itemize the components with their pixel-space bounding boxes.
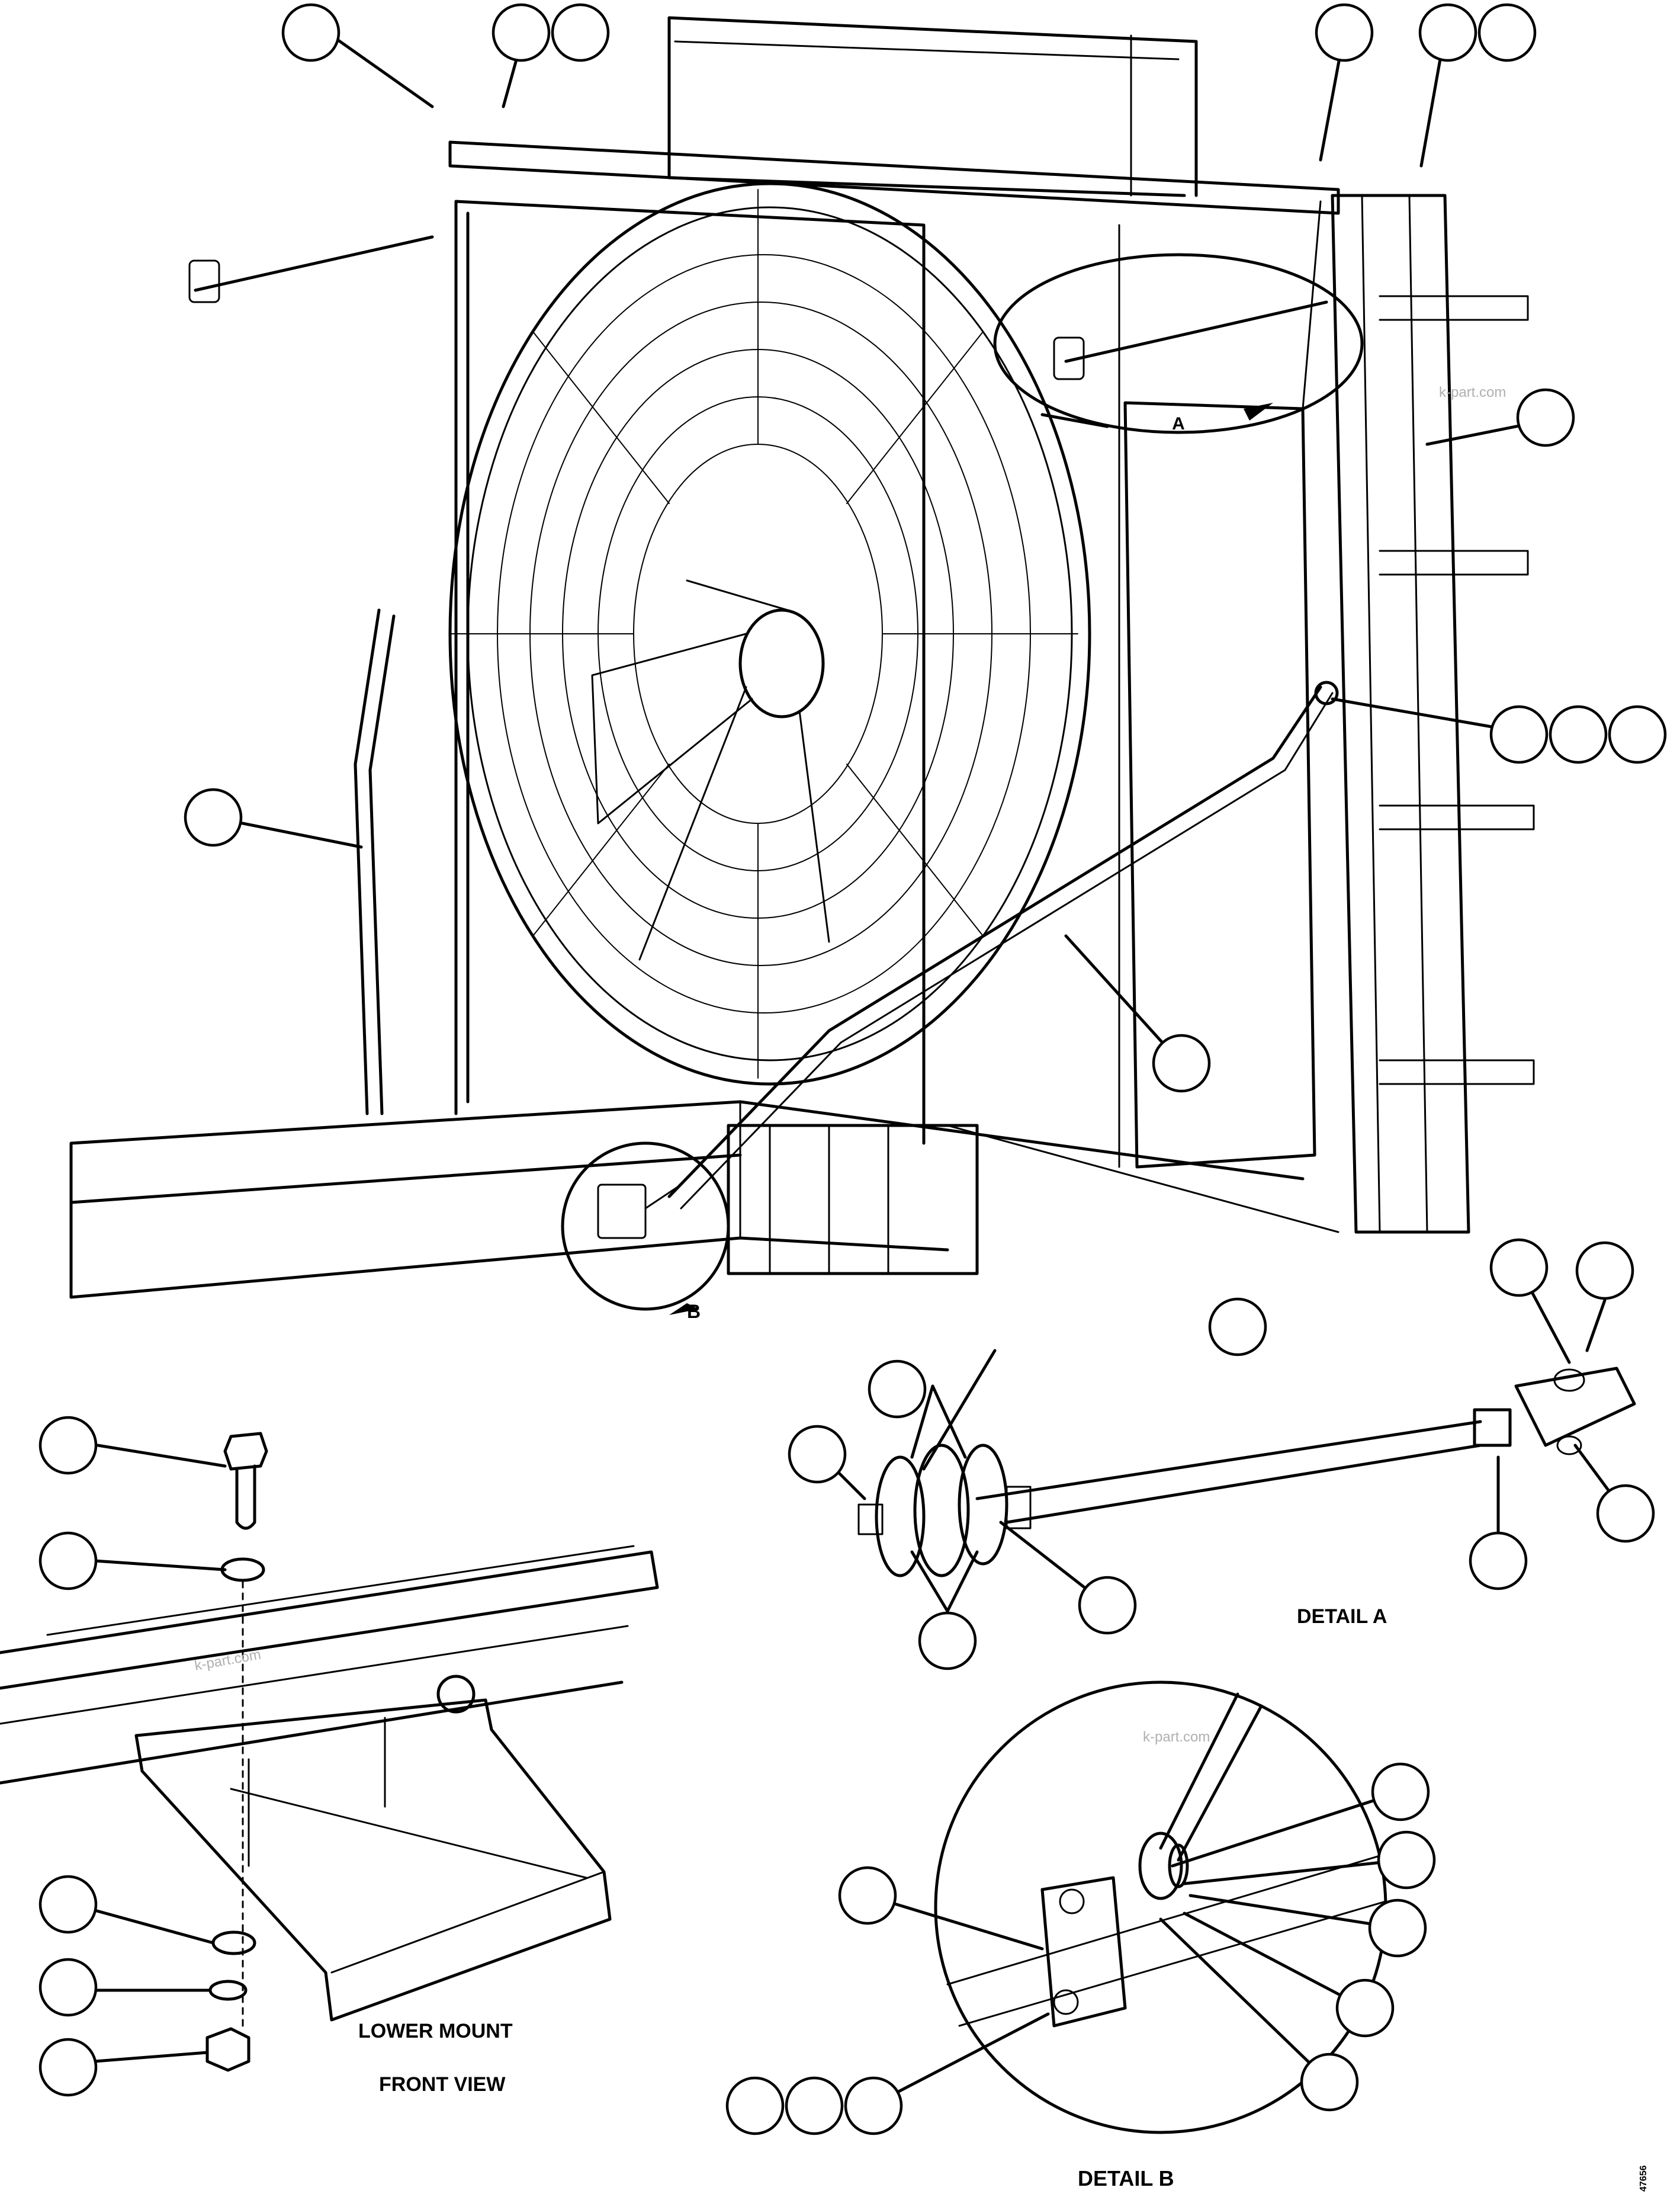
callout-bubble [1315,3,1374,62]
callout-bubble [1208,1297,1267,1356]
clevis [1473,1367,1636,1455]
upper-stay-rod [188,235,1328,380]
callout-bubble [551,3,610,62]
callout-bubble [838,1866,897,1925]
callout-bubble [1549,705,1608,764]
callout-bubble [1368,1898,1427,1958]
callout-bubble [725,2076,785,2135]
fan-hub [591,579,830,961]
callout-bubble [1489,1238,1549,1297]
washer-upper [220,1557,265,1582]
callout-bubble [1596,1484,1655,1543]
callout-bubble [1418,3,1477,62]
detail-a-view [857,1367,1636,1577]
detail-a-callout: A [993,253,1364,434]
lower-mount-title-1: LOWER MOUNT [358,2020,513,2042]
detail-b-title: DETAIL B [1078,2166,1174,2190]
watermark-3: k-part.com [1143,1729,1210,1745]
callout-bubble [1300,2052,1359,2112]
callout-bubble [1371,1762,1430,1821]
callout-bubble [1516,388,1575,447]
washer-lower-1 [211,1930,256,1955]
lower-mount-title-2: FRONT VIEW [379,2073,506,2096]
callout-bubble [1377,1830,1436,1890]
callout-bubble [918,1611,977,1670]
callout-bubble [1152,1034,1211,1093]
detail-a-title: DETAIL A [1297,1605,1387,1628]
callout-bubble [1469,1531,1528,1590]
nut [205,2027,250,2072]
callout-bubble [785,2076,844,2135]
callout-bubble [281,3,341,62]
drawing-number: 47656 [1639,2165,1649,2192]
lower-stay-rod [667,681,1339,1210]
washer-lower-2 [208,1980,248,2001]
detail-b-callout: B [561,1141,730,1322]
callout-bubble [1335,1978,1395,2038]
callout-bubble [38,2038,98,2097]
callout-bubble [788,1425,847,1484]
callout-bubble [1608,705,1667,764]
callout-bubble [844,2076,903,2135]
detail-b-marker: B [687,1301,701,1322]
callout-bubble [38,1416,98,1475]
radiator-assembly [69,16,1535,1299]
callout-bubble [38,1958,98,2017]
callout-bubble [1477,3,1537,62]
callout-bubbles [38,3,1667,2135]
callout-bubble [868,1359,927,1419]
callout-bubble [184,788,243,847]
callout-bubble [1078,1576,1137,1635]
callout-bubble [1489,705,1549,764]
detail-a-marker: A [1172,414,1185,434]
watermark-1: k-part.com [1439,384,1506,400]
callout-bubble [492,3,551,62]
callout-bubble [38,1875,98,1934]
fan-guard [448,182,1091,1086]
callout-bubble [1575,1241,1634,1300]
lower-mount-view [0,1545,659,2022]
bolt [223,1432,268,1530]
watermark-2: k-part.com [193,1647,262,1674]
rubber-isolator [857,1444,1032,1577]
callout-bubble [38,1531,98,1590]
